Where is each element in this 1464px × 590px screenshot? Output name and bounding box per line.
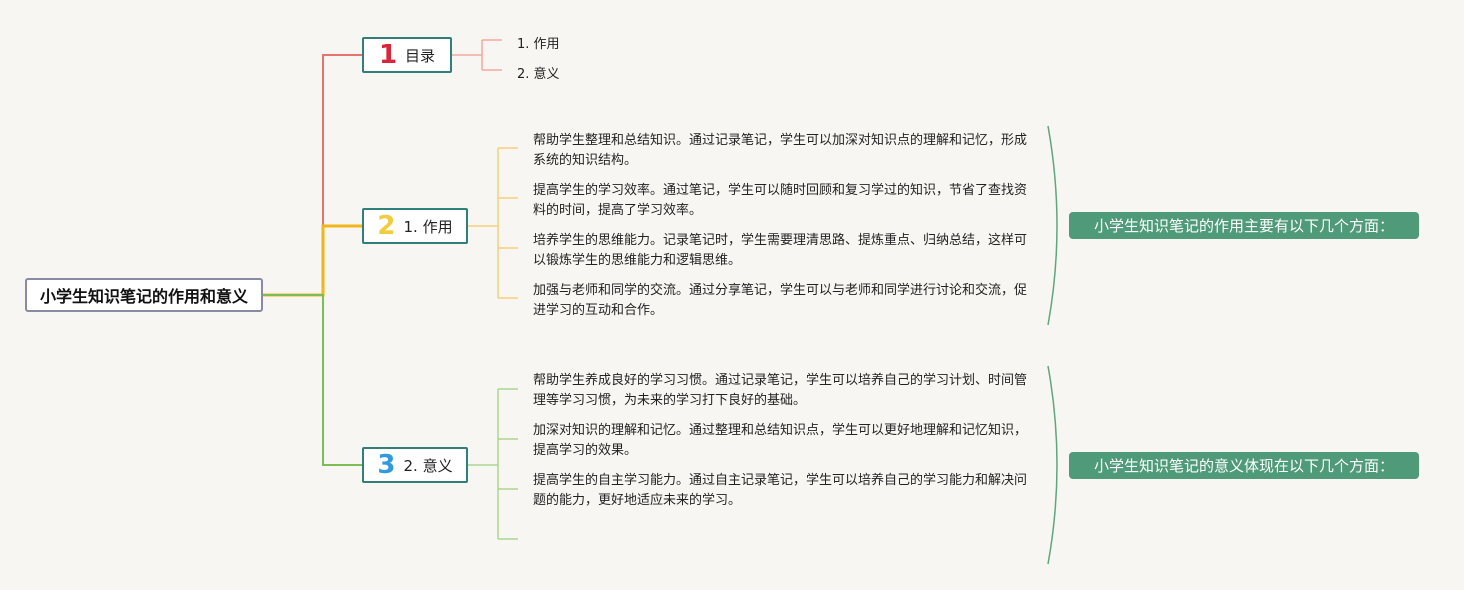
number-1-icon: 1 — [378, 40, 398, 70]
function-point-4[interactable]: 加强与老师和同学的交流。通过分享笔记，学生可以与老师和同学进行讨论和交流，促进学… — [533, 283, 1028, 318]
brace-branch2 — [1047, 125, 1058, 326]
function-point-1[interactable]: 帮助学生整理和总结知识。通过记录笔记，学生可以加深对知识点的理解和记忆，形成系统… — [533, 133, 1028, 168]
function-point-2[interactable]: 提高学生的学习效率。通过笔记，学生可以随时回顾和复习学过的知识，节省了查找资料的… — [533, 183, 1028, 218]
branch-function-label: 1. 作用 — [403, 217, 453, 236]
connector-root-branch3 — [263, 294, 362, 466]
significance-point-2[interactable]: 加深对知识的理解和记忆。通过整理和总结知识点，学生可以更好地理解和记忆知识，提高… — [533, 423, 1028, 458]
significance-point-3[interactable]: 提高学生的自主学习能力。通过自主记录笔记，学生可以培养自己的学习能力和解决问题的… — [533, 473, 1028, 508]
root-topic-label: 小学生知识笔记的作用和意义 — [39, 287, 248, 306]
connector-branch1-leaves — [452, 39, 502, 71]
connector-root-branch1 — [263, 54, 362, 296]
connector-branch2-leaves — [468, 147, 518, 299]
significance-point-1[interactable]: 帮助学生养成良好的学习习惯。通过记录笔记，学生可以培养自己的学习计划、时间管理等… — [533, 373, 1028, 408]
brace-branch3 — [1047, 365, 1058, 565]
root-topic[interactable]: 小学生知识笔记的作用和意义 — [25, 278, 263, 312]
connector-branch3-leaves — [468, 388, 518, 540]
connector-root-branch2 — [263, 224, 362, 297]
branch-significance[interactable]: 3 2. 意义 — [362, 447, 468, 483]
toc-item-1[interactable]: 1. 作用 — [517, 37, 560, 52]
function-summary[interactable]: 小学生知识笔记的作用主要有以下几个方面： — [1069, 212, 1419, 239]
toc-item-2[interactable]: 2. 意义 — [517, 67, 560, 82]
branch-significance-label: 2. 意义 — [403, 456, 453, 475]
branch-function[interactable]: 2 1. 作用 — [362, 208, 468, 244]
function-point-3[interactable]: 培养学生的思维能力。记录笔记时，学生需要理清思路、提炼重点、归纳总结，这样可以锻… — [533, 233, 1028, 268]
significance-summary[interactable]: 小学生知识笔记的意义体现在以下几个方面： — [1069, 452, 1419, 479]
number-2-icon: 2 — [377, 211, 396, 241]
branch-toc[interactable]: 1 目录 — [362, 37, 452, 73]
number-3-icon: 3 — [377, 450, 396, 480]
branch-toc-label: 目录 — [405, 46, 436, 65]
